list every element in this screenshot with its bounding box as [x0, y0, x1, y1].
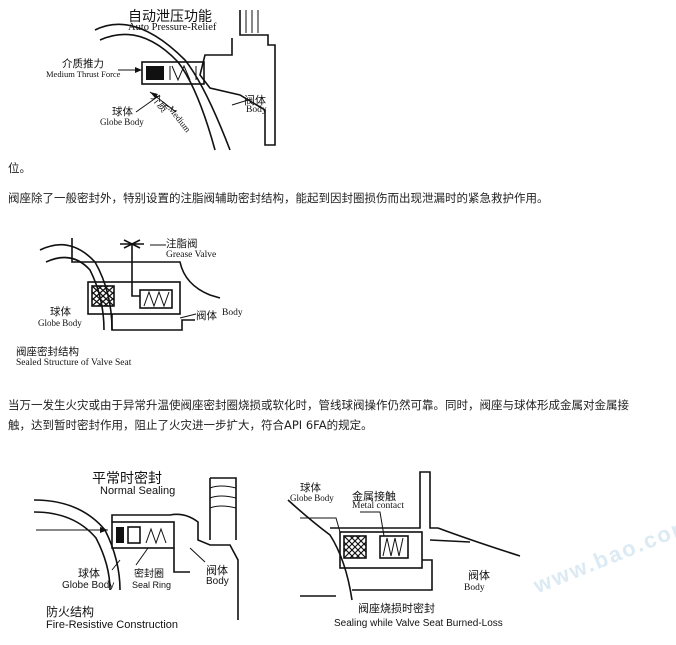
fig3-normal-en: Normal Sealing [100, 485, 176, 497]
fig4-metal-cn: 金属接触 [352, 490, 396, 503]
fig4-metal-en: Metal contact [352, 501, 404, 511]
fig1-globe-en: Globe Body [100, 117, 144, 127]
fig4-caption-cn: 阀座烧损时密封 [358, 602, 435, 615]
text-fragment: 位。 [8, 161, 31, 175]
fig3-fire-en: Fire-Resistive Construction [46, 619, 179, 631]
paragraph-fire-line1: 当万一发生火灾或由于异常升温使阀座密封圈烧损或软化时，管线球阀操作仍然可靠。同时… [8, 398, 629, 412]
fig1-body-en: Body [246, 105, 267, 115]
fig3-globe-cn: 球体 [78, 567, 100, 580]
paragraph-grease-valve: 阀座除了一般密封外，特别设置的注脂阀辅助密封结构，能起到因封圈损伤而出现泄漏时的… [8, 191, 549, 205]
fig1-thrust-en: Medium Thrust Force [46, 69, 121, 79]
fig2-grease-en: Grease Valve [166, 250, 217, 260]
fig2-globe-en: Globe Body [38, 318, 82, 328]
fig3-body-cn: 阀体 [206, 564, 228, 577]
fig1-title-en: Auto Pressure-Relief [128, 22, 217, 33]
fig3-body-en: Body [206, 576, 229, 587]
fig1-globe-cn: 球体 [112, 106, 133, 118]
fig4-globe-en: Globe Body [290, 493, 334, 503]
fig4-body-cn: 阀体 [468, 569, 490, 582]
fig3-normal-cn: 平常时密封 [92, 471, 162, 487]
fig1-body-cn: 阀体 [244, 94, 266, 107]
fig2-caption-cn: 阀座密封结构 [16, 346, 79, 358]
fig4-globe-cn: 球体 [300, 482, 321, 494]
fig3-ring-en: Seal Ring [132, 580, 172, 590]
fig4-body-en: Body [464, 583, 485, 593]
paragraph-fire-line2: 触，达到暂时密封作用，阻止了火灾进一步扩大，符合API 6FA的规定。 [8, 418, 373, 432]
fig1-title-cn: 自动泄压功能 [128, 9, 212, 25]
fig3-ring-cn: 密封圈 [134, 569, 164, 580]
fig2-caption-en: Sealed Structure of Valve Seat [16, 358, 132, 368]
fig2-body-en: Body [222, 308, 243, 318]
fig4-caption-en: Sealing while Valve Seat Burned-Loss [334, 618, 503, 629]
fig2-globe-cn: 球体 [50, 306, 71, 318]
fig2-body-cn: 阀体 [196, 310, 217, 322]
fig3-fire-cn: 防火结构 [46, 605, 95, 619]
fig1-thrust-cn: 介质推力 [62, 58, 104, 70]
fig2-grease-cn: 注脂阀 [166, 238, 198, 250]
fig3-globe-en: Globe Body [62, 580, 115, 591]
